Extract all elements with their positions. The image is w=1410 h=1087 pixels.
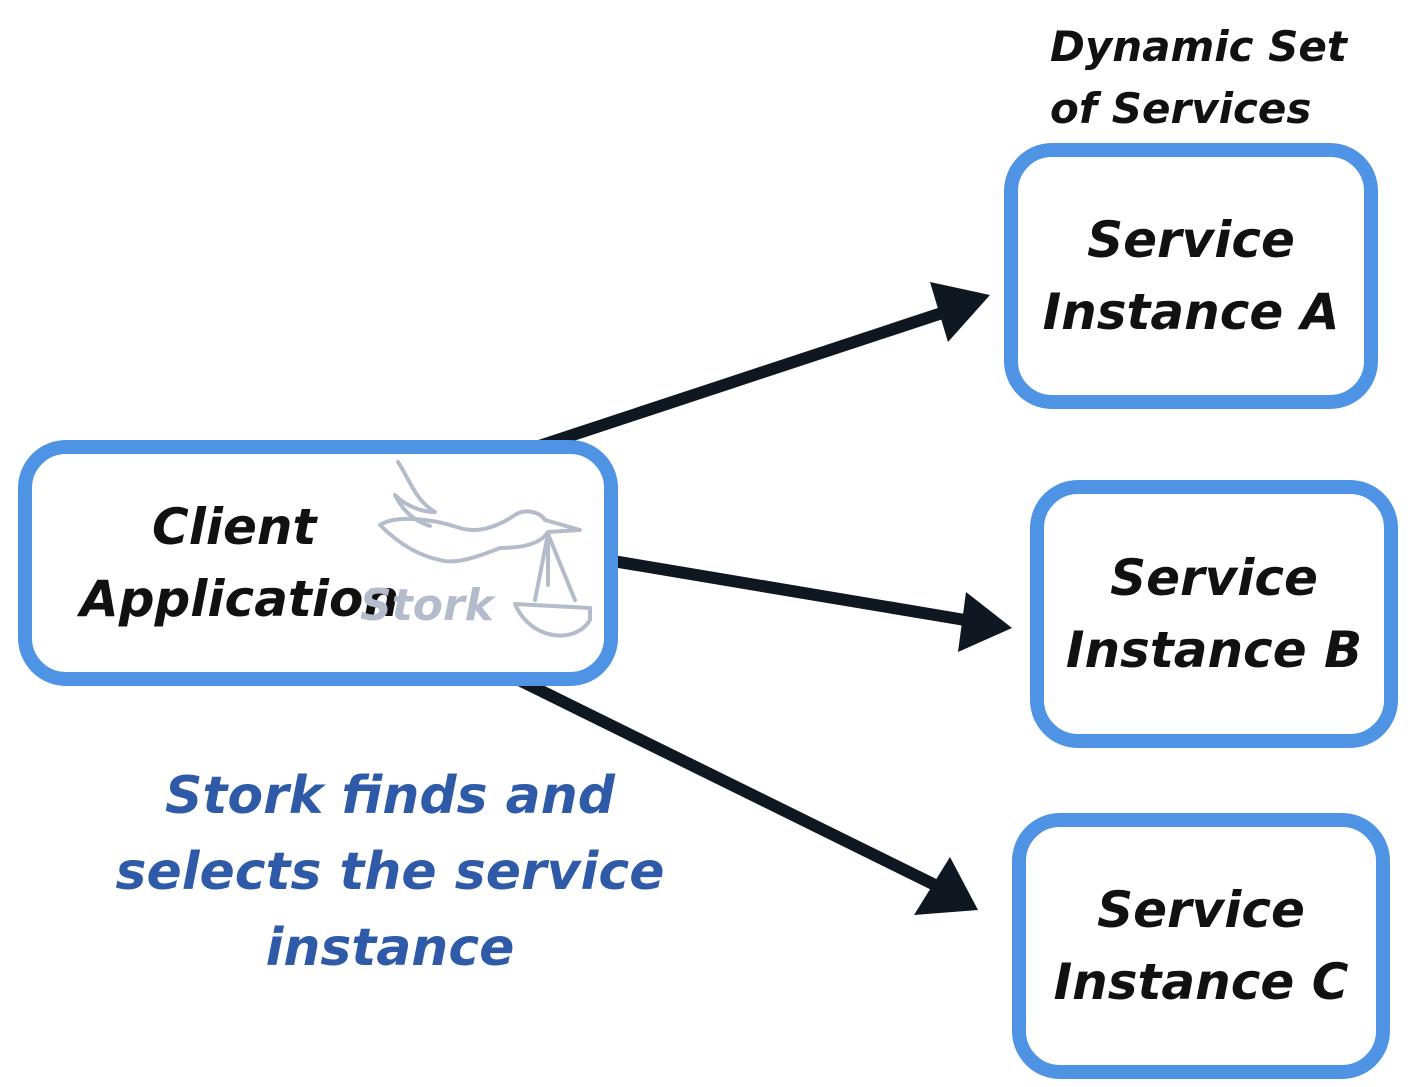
caption-line2: selects the service [115,842,665,902]
client-label-line2: Application [80,570,399,628]
service-a-label-line1: Service [1087,211,1295,269]
service-instance-b-box: Service Instance B [1030,480,1398,748]
caption-line3: instance [265,918,515,978]
client-application-box: Client Application [18,440,618,686]
dynamic-set-label-line1: Dynamic Set [1050,22,1347,71]
caption-line1: Stork finds and [165,766,615,826]
dynamic-set-label-line2: of Services [1050,84,1312,133]
stork-wing-icon [393,460,437,528]
arrow-to-service-c [509,672,978,915]
service-c-label-line1: Service [1097,881,1305,939]
service-c-label-line2: Instance C [1053,953,1349,1011]
stork-basket-icon [513,602,592,638]
service-b-label-line2: Instance B [1065,621,1363,679]
client-label-line1: Client [152,498,317,556]
stork-caption: Stork finds and selects the service inst… [110,758,670,986]
arrow-to-service-b [559,547,1012,652]
dynamic-set-label: Dynamic Set of Services [1050,16,1347,140]
stork-body-icon [378,509,582,564]
arrow-to-service-a [506,282,990,461]
service-instance-a-box: Service Instance A [1004,143,1378,409]
stork-logo-text: Stork [360,580,494,631]
service-a-label-line2: Instance A [1042,283,1340,341]
service-instance-c-box: Service Instance C [1012,813,1390,1079]
service-b-label-line1: Service [1110,549,1318,607]
stork-basket-string-icon [533,532,577,602]
